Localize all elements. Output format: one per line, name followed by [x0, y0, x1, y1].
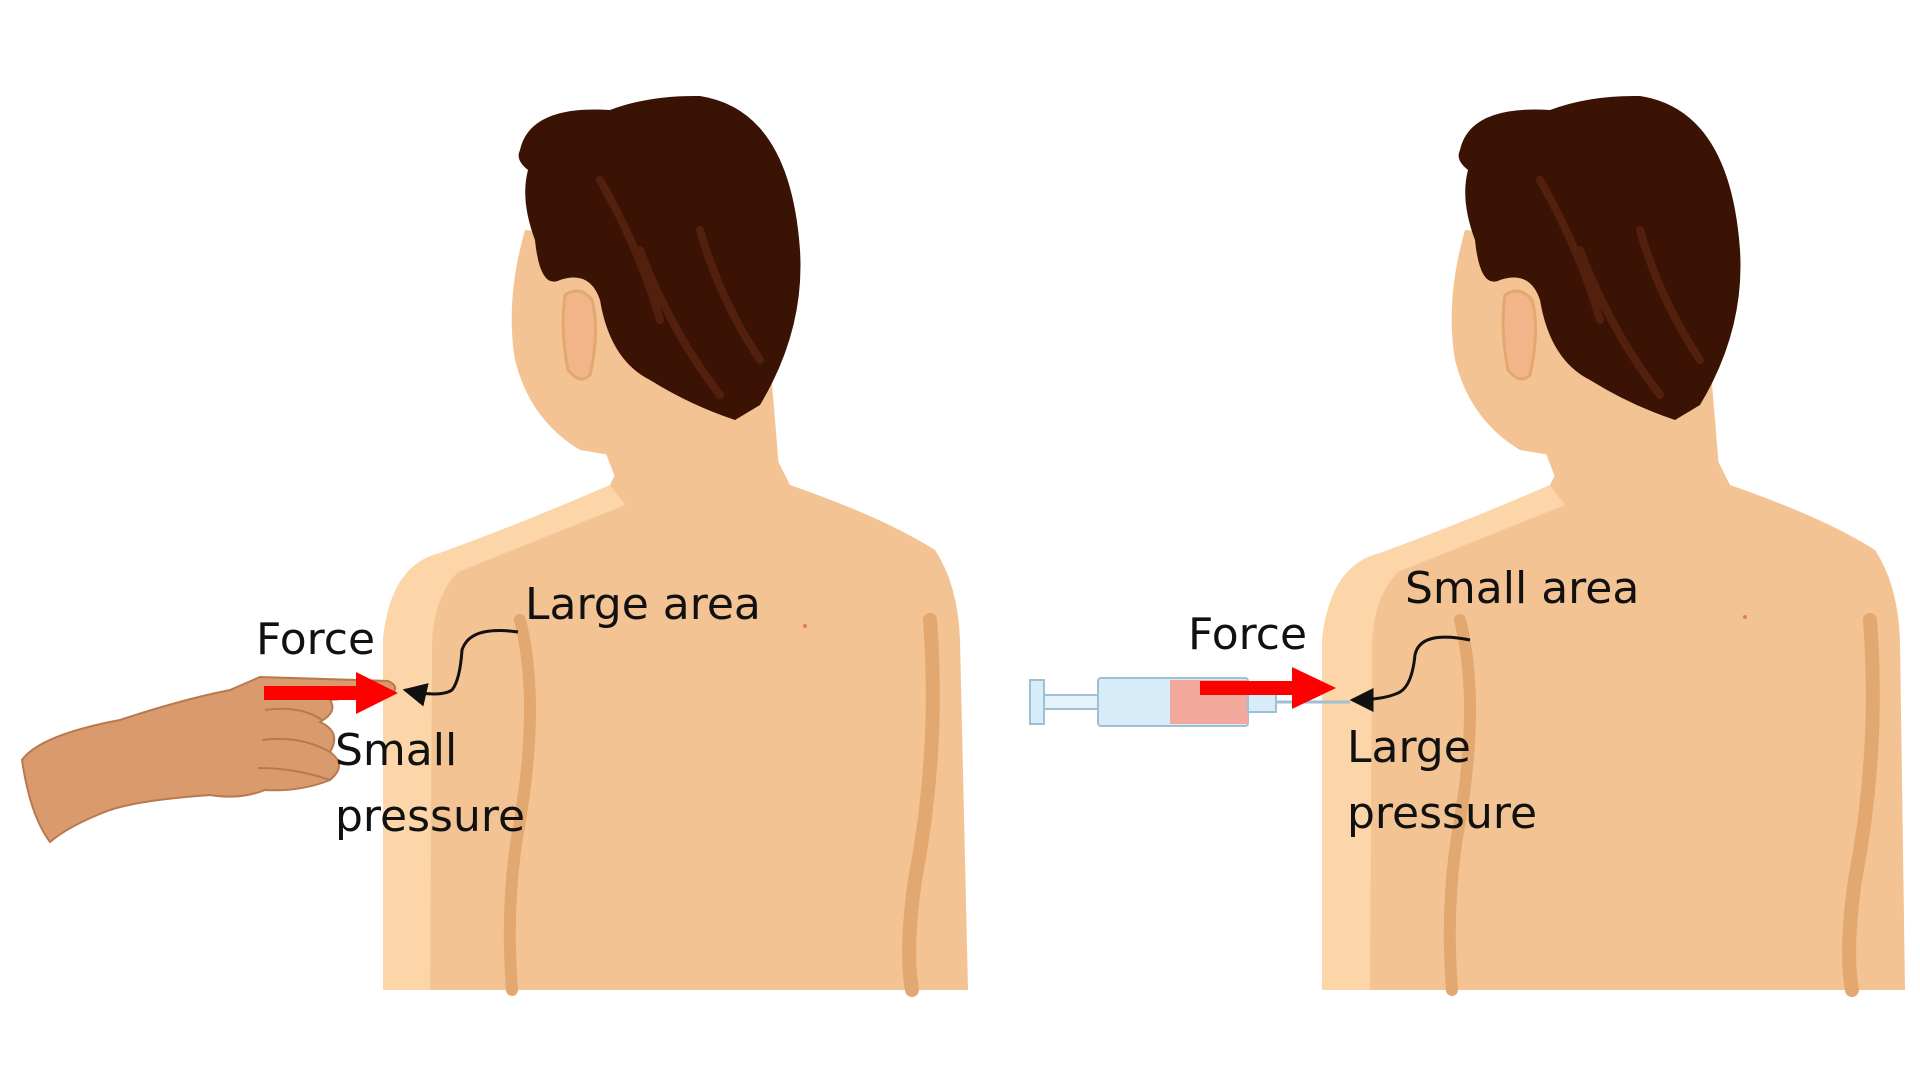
right-back-rim: [1322, 485, 1565, 990]
left-back: [383, 445, 968, 990]
left-pressure-label-line1: Small: [335, 725, 458, 776]
left-area-pointer: [402, 628, 519, 707]
left-hair: [518, 95, 801, 420]
left-back-crease-right: [902, 613, 940, 997]
right-pressure-label-line2: pressure: [1347, 788, 1538, 839]
right-person-figure: [1322, 95, 1905, 997]
left-back-rim: [383, 485, 625, 990]
right-back-crease-left: [1443, 614, 1476, 996]
left-back-crease-left: [503, 614, 536, 996]
left-hair-highlight: [596, 176, 764, 399]
pointing-finger-icon: [20, 675, 397, 844]
right-force-arrow: [1200, 667, 1336, 709]
left-person-figure: [383, 95, 968, 997]
left-force-arrow: [264, 672, 398, 714]
left-pressure-label-line2: pressure: [335, 791, 526, 842]
right-back-crease-right: [1842, 613, 1880, 997]
right-back: [1322, 445, 1905, 990]
left-hand: [20, 675, 397, 844]
left-ear: [561, 289, 598, 381]
right-force-label: Force: [1188, 609, 1308, 660]
right-area-label: Small area: [1405, 563, 1640, 614]
left-area-label: Large area: [525, 579, 761, 630]
left-force-label: Force: [256, 614, 376, 665]
right-pressure-label-line1: Large: [1347, 722, 1471, 773]
right-hair-highlight: [1536, 176, 1704, 399]
right-ear: [1501, 289, 1538, 381]
right-area-pointer: [1349, 635, 1471, 712]
right-hair: [1458, 95, 1741, 420]
